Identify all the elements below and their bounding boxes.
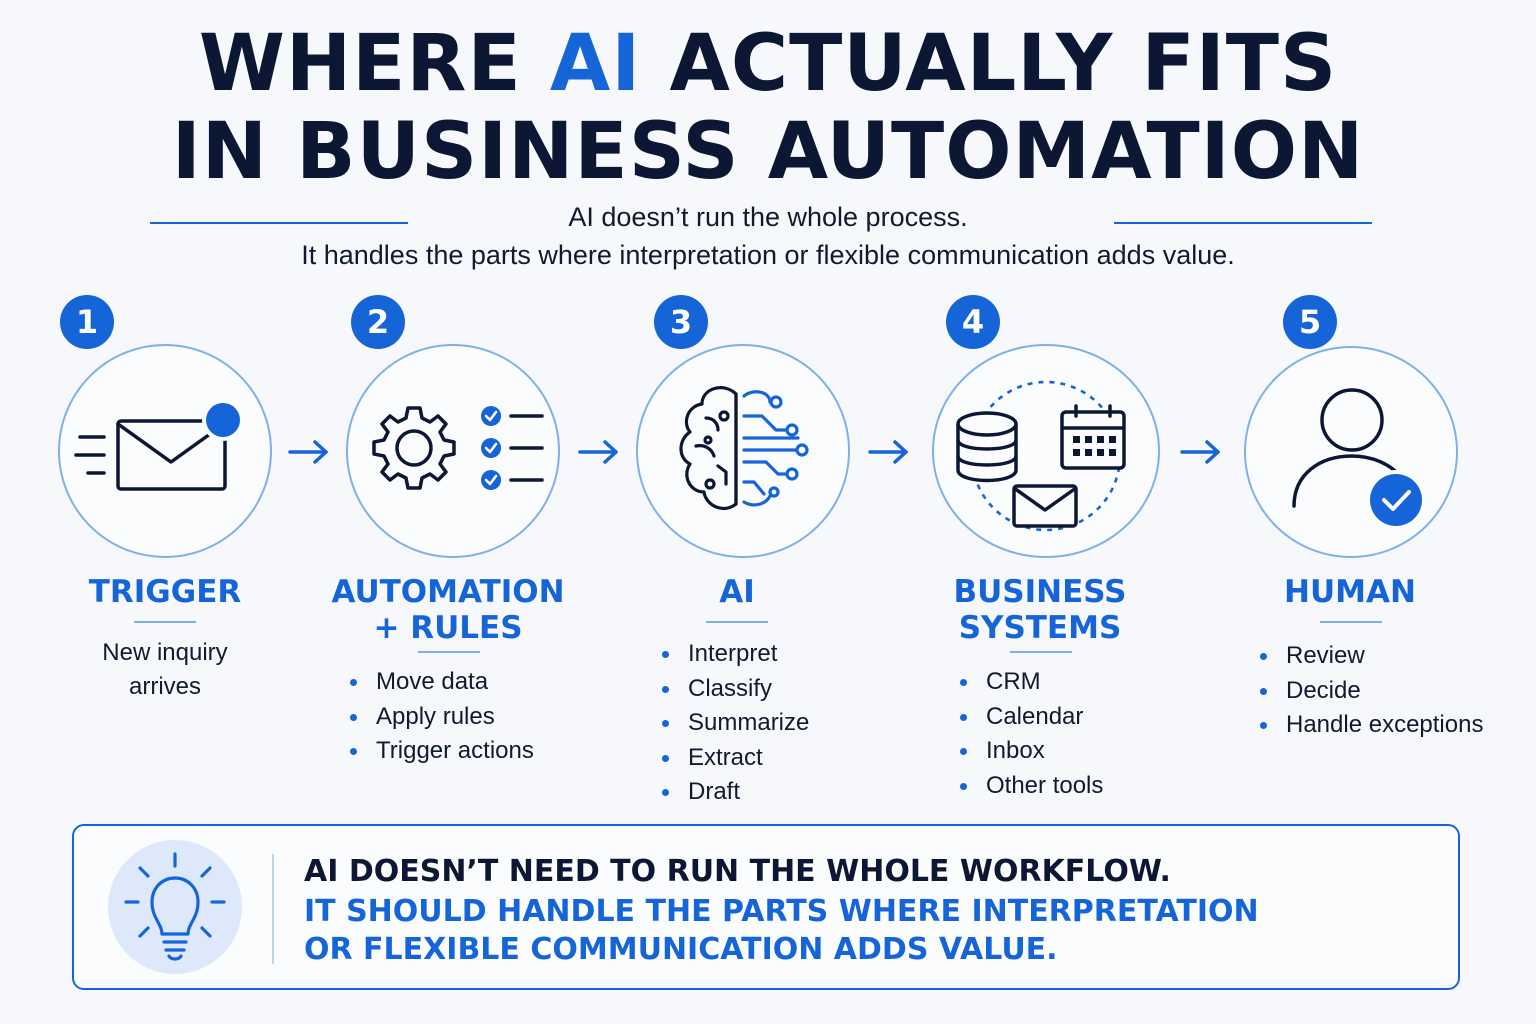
step-2-list: Move data Apply rules Trigger actions — [344, 665, 534, 769]
list-item: Other tools — [954, 769, 1103, 804]
step-2-badge: 2 — [351, 295, 405, 349]
title-accent: AI — [549, 19, 642, 109]
list-item: Decide — [1254, 674, 1483, 709]
subtitle-rule-left — [150, 222, 408, 224]
title-post: actually fits — [641, 19, 1338, 109]
step-4-circle — [932, 344, 1160, 558]
step-4-underline — [1010, 651, 1072, 653]
gear-checklist-icon — [372, 406, 544, 490]
step-4-list: CRM Calendar Inbox Other tools — [954, 665, 1103, 803]
step-2-title-line: AUTOMATION — [331, 574, 565, 610]
page-title-line-2: in business automation — [171, 107, 1365, 197]
step-5-badge: 5 — [1283, 295, 1337, 349]
title-pre: Where — [198, 19, 550, 109]
step-1-description-line: New inquiry — [102, 639, 228, 666]
person-check-icon — [1292, 388, 1426, 530]
step-2-title-line: + RULES — [373, 610, 523, 646]
list-item: Apply rules — [344, 700, 534, 735]
arrow-right-icon — [288, 440, 328, 464]
list-item: Review — [1254, 639, 1483, 674]
step-5-circle — [1244, 346, 1458, 558]
list-item: Calendar — [954, 700, 1103, 735]
step-4-title-line: SYSTEMS — [958, 610, 1122, 646]
arrow-right-icon — [1180, 440, 1220, 464]
callout-line-1: AI doesn’t need to run the whole workflo… — [304, 854, 1171, 889]
list-item: CRM — [954, 665, 1103, 700]
step-3-list: Interpret Classify Summarize Extract Dra… — [656, 637, 809, 810]
step-3-circle — [636, 344, 850, 558]
step-4-title-line: BUSINESS — [953, 574, 1127, 610]
arrow-right-icon — [868, 440, 908, 464]
step-3-underline — [706, 621, 768, 623]
subtitle-rule-right — [1114, 222, 1372, 224]
callout-line-3: or flexible communication adds value. — [304, 932, 1058, 967]
list-item: Move data — [344, 665, 534, 700]
database-calendar-mail-icon — [956, 380, 1126, 532]
list-item: Classify — [656, 672, 809, 707]
callout-box: AI doesn’t need to run the whole workflo… — [72, 824, 1460, 990]
arrow-right-icon — [578, 440, 618, 464]
list-item: Summarize — [656, 706, 809, 741]
step-1-underline — [134, 621, 196, 623]
step-3-title: AI — [719, 574, 755, 610]
step-1-description: New inquiry arrives — [55, 636, 275, 704]
list-item: Handle exceptions — [1254, 708, 1483, 743]
callout-divider — [272, 854, 274, 964]
list-item: Interpret — [656, 637, 809, 672]
step-2-circle — [346, 344, 560, 558]
step-1-circle — [58, 344, 272, 558]
list-item: Inbox — [954, 734, 1103, 769]
step-2-title: AUTOMATION + RULES — [328, 574, 568, 646]
step-1-title: TRIGGER — [88, 574, 242, 610]
list-item: Draft — [656, 775, 809, 810]
list-item: Trigger actions — [344, 734, 534, 769]
list-item: Extract — [656, 741, 809, 776]
page-title-line-1: Where AI actually fits — [0, 18, 1536, 110]
envelope-notification-icon — [74, 399, 244, 491]
subtitle-line-1: AI doesn’t run the whole process. — [568, 202, 968, 232]
callout-line-2: It should handle the parts where interpr… — [304, 894, 1259, 929]
step-5-list: Review Decide Handle exceptions — [1254, 639, 1483, 743]
step-4-title: BUSINESS SYSTEMS — [920, 574, 1160, 646]
step-4-badge: 4 — [946, 295, 1000, 349]
step-1-description-line: arrives — [128, 673, 201, 700]
subtitle-line-2: It handles the parts where interpretatio… — [301, 240, 1235, 270]
step-5-title: HUMAN — [1284, 574, 1416, 610]
step-1-badge: 1 — [60, 295, 114, 349]
step-3-badge: 3 — [654, 295, 708, 349]
lightbulb-badge — [108, 840, 242, 974]
step-2-underline — [418, 651, 480, 653]
lightbulb-icon — [124, 852, 226, 961]
step-5-underline — [1320, 621, 1382, 623]
brain-circuit-icon — [679, 386, 809, 510]
